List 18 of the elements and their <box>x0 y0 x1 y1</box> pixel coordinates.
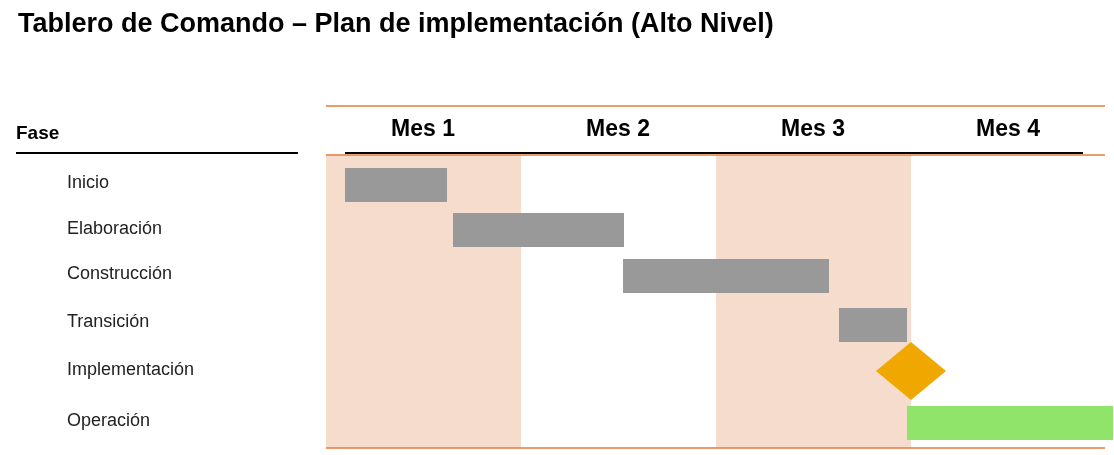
month-header: Mes 3 <box>780 116 846 140</box>
month-header: Mes 4 <box>975 116 1041 140</box>
phase-label: Construcción <box>67 262 173 285</box>
phase-label: Operación <box>67 409 151 432</box>
task-bar <box>907 406 1113 440</box>
phase-label: Elaboración <box>67 217 163 240</box>
column-header: Fase <box>16 121 60 145</box>
task-bar <box>345 168 447 202</box>
month-header: Mes 2 <box>585 116 651 140</box>
phase-label: Inicio <box>67 171 110 194</box>
task-bar <box>839 308 907 342</box>
month-header: Mes 1 <box>390 116 456 140</box>
task-bar <box>453 213 624 247</box>
task-bar <box>623 259 829 293</box>
milestone-diamond <box>876 342 946 400</box>
phase-label: Transición <box>67 310 150 333</box>
chart-title: Tablero de Comando – Plan de implementación (Alto Nivel) <box>18 8 774 39</box>
phase-label: Implementación <box>67 358 195 381</box>
